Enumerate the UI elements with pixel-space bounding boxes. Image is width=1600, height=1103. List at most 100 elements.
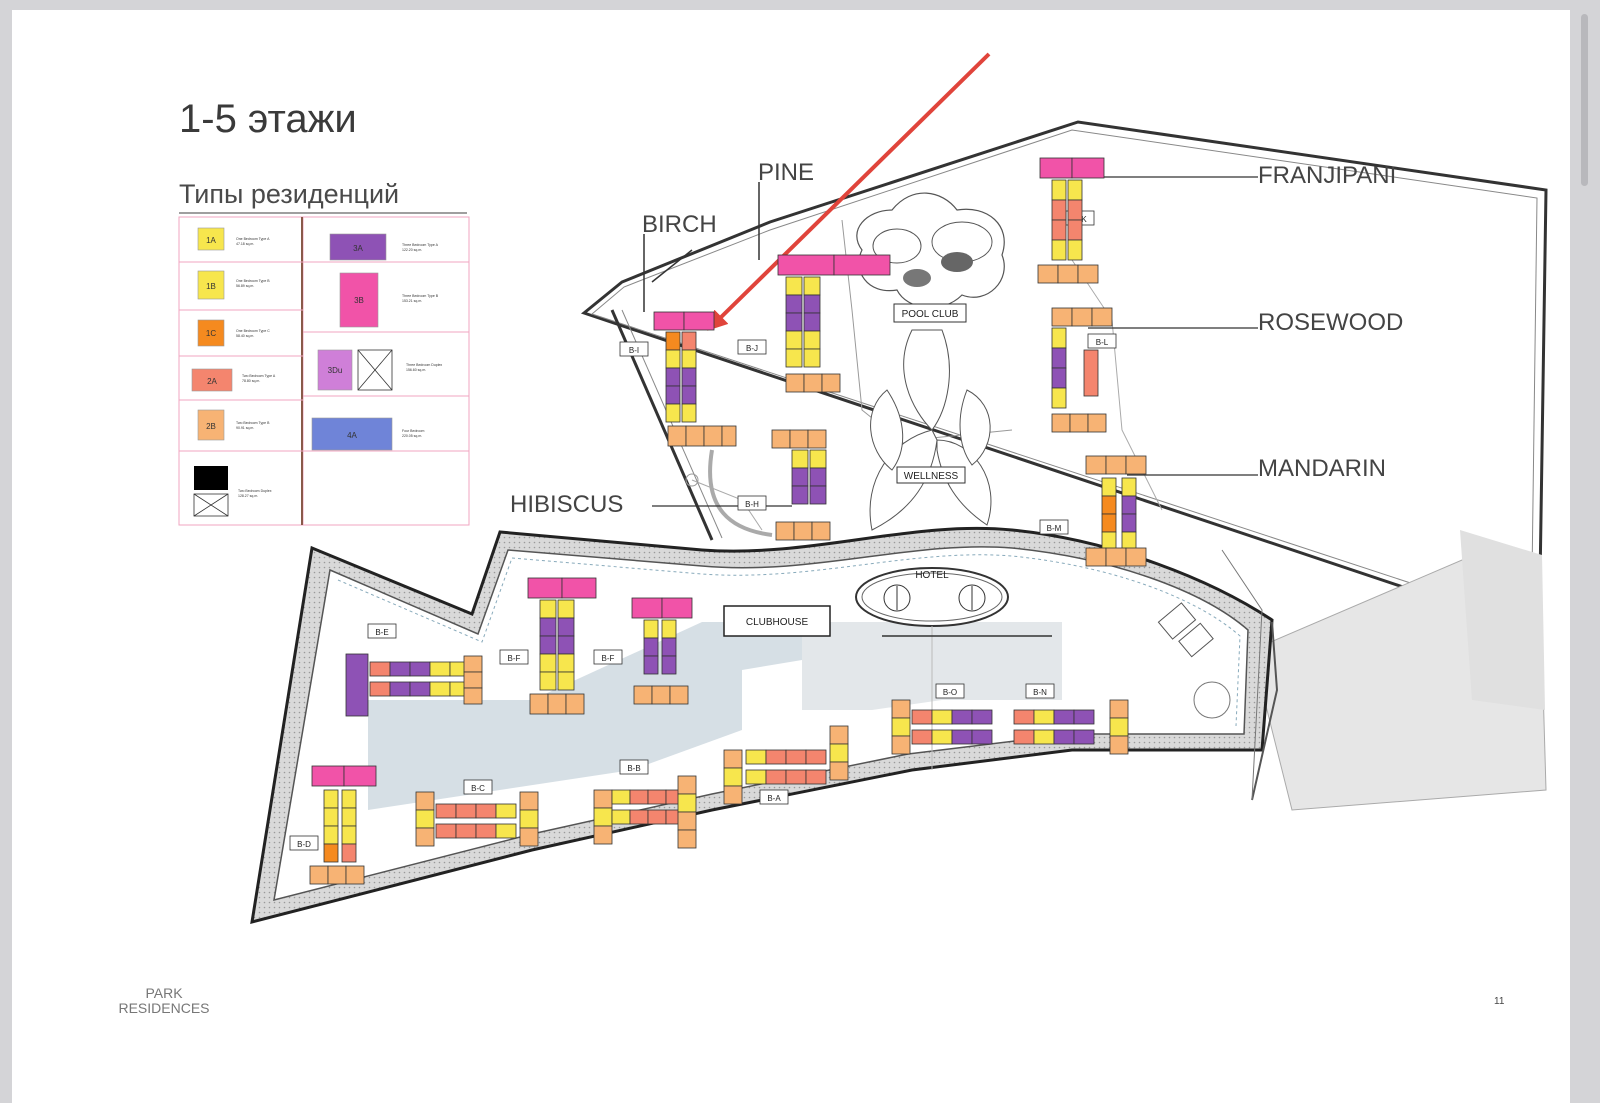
unit-cell bbox=[651, 685, 671, 705]
legend-code: 2A bbox=[207, 377, 217, 386]
unit-cell bbox=[803, 312, 821, 332]
unit-cell bbox=[323, 825, 339, 845]
unit-cell bbox=[805, 749, 827, 765]
unit-cell bbox=[765, 749, 787, 765]
unit-cell bbox=[1101, 513, 1117, 533]
facility-labels: POOL CLUB WELLNESS HOTEL CLUBHOUSE bbox=[723, 303, 967, 637]
legend-label: One Bedroom Type A bbox=[236, 237, 270, 241]
unit-cell bbox=[647, 789, 667, 805]
unit-cell bbox=[631, 597, 663, 619]
building-tag: B-C bbox=[463, 779, 493, 795]
unit-cell bbox=[611, 789, 631, 805]
scrollbar[interactable] bbox=[1581, 14, 1588, 186]
svg-text:B-I: B-I bbox=[629, 346, 639, 355]
unit-cell bbox=[775, 521, 795, 541]
unit-cell bbox=[539, 599, 557, 619]
legend-item-1c: 1C One Bedroom Type C 58.40 sq.m. bbox=[197, 319, 270, 347]
unit-cell bbox=[593, 807, 613, 827]
unit-cell bbox=[475, 823, 497, 839]
unit-cell bbox=[1051, 413, 1071, 433]
legend-area: 78.80 sq.m. bbox=[242, 379, 260, 383]
unit-cell bbox=[911, 709, 933, 725]
unit-cell bbox=[643, 637, 659, 657]
unit-cell bbox=[475, 803, 497, 819]
unit-cell bbox=[1125, 547, 1147, 567]
legend-item-2a: 2A Two Bedroom Type A 78.80 sq.m. bbox=[191, 368, 276, 392]
unit-cell bbox=[1067, 219, 1083, 241]
legend-swatch bbox=[311, 417, 393, 451]
legend-swatch bbox=[191, 368, 233, 392]
unit-cell bbox=[539, 635, 557, 655]
unit-cell bbox=[681, 385, 697, 405]
building-tag: B-M bbox=[1039, 519, 1069, 535]
unit-cell bbox=[1077, 264, 1099, 284]
unit-cell bbox=[723, 767, 743, 787]
unit-cell bbox=[463, 655, 483, 673]
unit-cell bbox=[519, 827, 539, 847]
unit-cell bbox=[681, 367, 697, 387]
unit-cell bbox=[1085, 547, 1107, 567]
unit-cell bbox=[1057, 264, 1079, 284]
building-tag: B-F bbox=[499, 649, 529, 665]
unit-cell bbox=[821, 373, 841, 393]
unit-cell bbox=[429, 661, 451, 677]
unit-cell bbox=[1101, 531, 1117, 551]
site-base bbox=[250, 120, 1548, 925]
site-plan: 1-5 этажи Типы резиденций 1A One Bedroom… bbox=[118, 52, 1548, 1016]
legend-area: 47.18 sq.m. bbox=[236, 242, 254, 246]
legend-area: 128.27 sq.m. bbox=[238, 494, 258, 498]
unit-cell bbox=[1033, 709, 1055, 725]
legend-label: Three Bedroom Type B bbox=[402, 294, 439, 298]
zone-label-birch: BIRCH bbox=[642, 211, 717, 238]
legend-swatch bbox=[197, 227, 225, 251]
unit-cell bbox=[803, 294, 821, 314]
building-tag: B-L bbox=[1087, 333, 1117, 349]
unit-cell bbox=[323, 789, 339, 809]
facility-hotel: HOTEL bbox=[915, 570, 949, 581]
unit-cell bbox=[971, 709, 993, 725]
unit-cell bbox=[519, 791, 539, 811]
zone-label-franjipani: FRANJIPANI bbox=[1258, 162, 1396, 189]
unit-cell bbox=[495, 803, 517, 819]
unit-cell bbox=[677, 775, 697, 795]
svg-text:B-N: B-N bbox=[1033, 688, 1047, 697]
building-tag: B-H bbox=[737, 495, 767, 511]
unit-cell bbox=[829, 761, 849, 781]
legend-label: Two Bedroom Type A bbox=[242, 374, 276, 378]
unit-cell bbox=[803, 373, 823, 393]
svg-text:B-E: B-E bbox=[375, 628, 388, 637]
unit-cell bbox=[1067, 199, 1083, 221]
unit-cell bbox=[495, 823, 517, 839]
legend-item-3du: 3Du Three Bedroom Duplex 156.60 sq.m. bbox=[317, 349, 442, 391]
unit-cell bbox=[323, 807, 339, 827]
unit-cell bbox=[1073, 729, 1095, 745]
legend-item-1a: 1A One Bedroom Type A 47.18 sq.m. bbox=[197, 227, 270, 251]
unit-cell bbox=[1053, 709, 1075, 725]
unit-cell bbox=[721, 425, 737, 447]
unit-cell bbox=[1053, 729, 1075, 745]
unit-cell bbox=[703, 425, 723, 447]
legend-item-3a: 3A Three Bedroom Type A 122.20 sq.m. bbox=[329, 233, 439, 261]
unit-cell bbox=[345, 653, 369, 717]
svg-text:B-L: B-L bbox=[1096, 338, 1109, 347]
unit-cell bbox=[1071, 307, 1093, 327]
svg-text:B-J: B-J bbox=[746, 344, 758, 353]
building-tag: B-F bbox=[593, 649, 623, 665]
svg-text:B-C: B-C bbox=[471, 784, 485, 793]
unit-cell bbox=[807, 429, 827, 449]
unit-cell bbox=[455, 803, 477, 819]
unit-cell bbox=[539, 617, 557, 637]
unit-cell bbox=[791, 467, 809, 487]
unit-cell bbox=[785, 769, 807, 785]
unit-cell bbox=[785, 294, 803, 314]
svg-text:B-F: B-F bbox=[602, 654, 615, 663]
legend-label: Three Bedroom Type A bbox=[402, 243, 439, 247]
unit-cell bbox=[661, 655, 677, 675]
unit-cell bbox=[369, 681, 391, 697]
unit-cell bbox=[1037, 264, 1059, 284]
unit-cell bbox=[1013, 729, 1035, 745]
unit-cell bbox=[409, 681, 431, 697]
unit-cell bbox=[643, 655, 659, 675]
unit-cell bbox=[661, 637, 677, 657]
unit-cell bbox=[557, 653, 575, 673]
